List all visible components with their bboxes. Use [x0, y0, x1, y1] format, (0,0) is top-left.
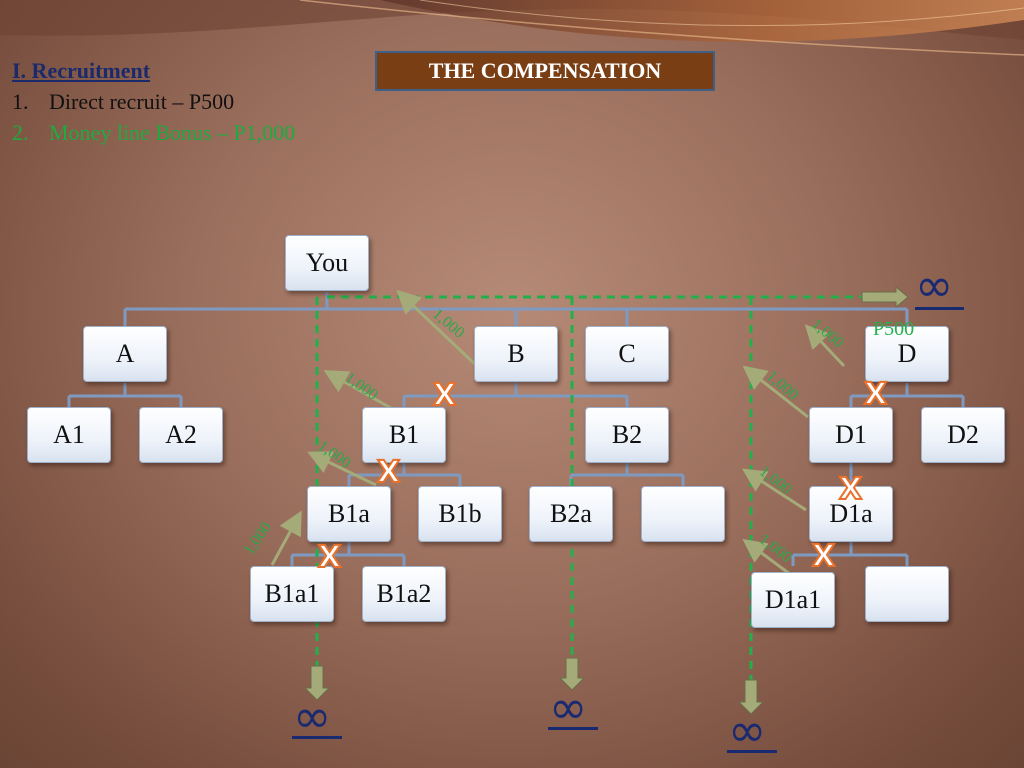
infinity-underline: [292, 736, 342, 739]
node-d: D: [865, 326, 949, 382]
infinity-icon: ∞: [728, 703, 767, 757]
infinity-icon: ∞: [293, 689, 332, 743]
list-text: Money line Bonus – P1,000: [49, 120, 296, 145]
x-mark-icon: X: [811, 539, 836, 574]
x-mark-icon: X: [838, 472, 863, 507]
node-b2-empty: [641, 486, 725, 542]
infinity-icon: ∞: [549, 680, 588, 734]
header-swoosh-decoration: [0, 0, 1024, 56]
list-text: Direct recruit – P500: [49, 89, 235, 114]
x-mark-icon: X: [432, 378, 457, 413]
node-d1a1: D1a1: [751, 572, 835, 628]
flow-arrows: [303, 285, 909, 715]
tree-connectors: [67, 292, 965, 566]
infinity-underline: [915, 307, 964, 310]
node-b1: B1: [362, 407, 446, 463]
node-b2a: B2a: [529, 486, 613, 542]
infinity-underline: [548, 727, 598, 730]
node-b1a2: B1a2: [362, 566, 446, 622]
node-d1a: D1a: [809, 486, 893, 542]
node-b1b: B1b: [418, 486, 502, 542]
section-heading: I. Recruitment: [12, 58, 151, 83]
node-b1a1: B1a1: [250, 566, 334, 622]
direct-recruit-amount-label: P500: [873, 318, 915, 340]
node-b1a: B1a: [307, 486, 391, 542]
node-d1a-empty: [865, 566, 949, 622]
infinity-icon: ∞: [915, 258, 954, 312]
node-a1: A1: [27, 407, 111, 463]
slide-title: THE COMPENSATION: [375, 51, 715, 91]
node-c: C: [585, 326, 669, 382]
node-a: A: [83, 326, 167, 382]
node-a2: A2: [139, 407, 223, 463]
list-number: 1.: [12, 89, 29, 114]
node-you: You: [285, 235, 369, 291]
x-mark-icon: X: [317, 540, 342, 575]
infinity-underline: [727, 750, 777, 753]
node-b2: B2: [585, 407, 669, 463]
list-number: 2.: [12, 120, 29, 145]
node-d2: D2: [921, 407, 1005, 463]
x-mark-icon: X: [863, 377, 888, 412]
node-d1: D1: [809, 407, 893, 463]
bonus-arrows: [270, 289, 846, 585]
x-mark-icon: X: [376, 455, 401, 490]
node-b: B: [474, 326, 558, 382]
